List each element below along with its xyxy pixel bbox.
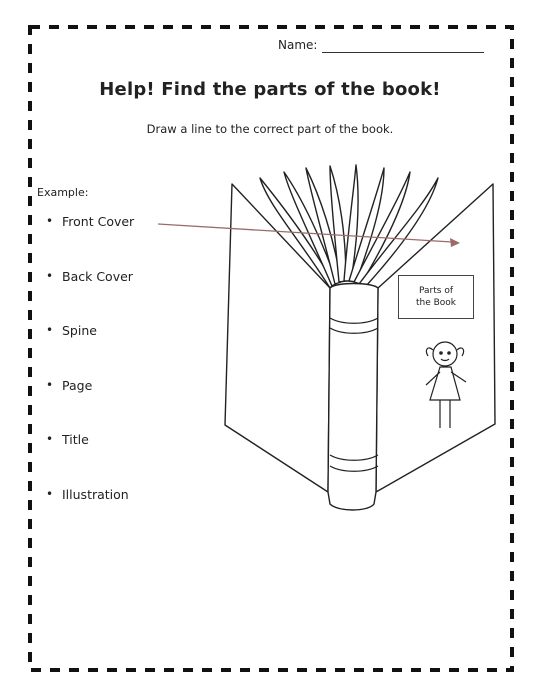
parts-list: • Front Cover • Back Cover • Spine • Page • T… xyxy=(46,214,134,541)
part-label-back-cover: Back Cover xyxy=(62,268,133,284)
list-item: • Back Cover xyxy=(46,269,134,324)
part-label-front-cover: Front Cover xyxy=(62,214,135,229)
list-item: • Front Cover xyxy=(46,214,134,269)
name-field[interactable] xyxy=(322,52,484,53)
spine-shape xyxy=(327,282,379,511)
pages-icon xyxy=(259,164,439,289)
name-label: Name: xyxy=(278,38,318,52)
bullet-icon: • xyxy=(46,214,54,228)
list-item: • Spine xyxy=(46,323,134,378)
instructions: Draw a line to the correct part of the b… xyxy=(146,122,394,136)
part-label-title: Title xyxy=(62,432,89,447)
page-title: Help! Find the parts of the book! xyxy=(99,79,441,100)
spine-bands xyxy=(329,317,379,472)
list-item: • Title xyxy=(46,432,134,487)
parts-of-book-sticker: Parts of the Book xyxy=(398,275,474,319)
girl-illustration xyxy=(425,341,467,428)
sticker-line-1: Parts of xyxy=(419,286,453,296)
bullet-icon: • xyxy=(46,432,54,446)
front-cover-shape xyxy=(375,183,496,493)
part-label-spine: Spine xyxy=(62,323,97,338)
bullet-icon: • xyxy=(46,268,54,283)
example-label: Example: xyxy=(37,186,89,199)
sticker-line-2: the Book xyxy=(415,298,457,308)
example-arrow xyxy=(157,223,460,247)
bullet-icon: • xyxy=(46,486,54,501)
part-label-illustration: Illustration xyxy=(62,486,129,502)
bullet-icon: • xyxy=(46,323,54,337)
list-item: • Illustration xyxy=(46,487,134,542)
bullet-icon: • xyxy=(46,377,54,392)
part-label-page: Page xyxy=(62,377,93,393)
list-item: • Page xyxy=(46,378,134,433)
